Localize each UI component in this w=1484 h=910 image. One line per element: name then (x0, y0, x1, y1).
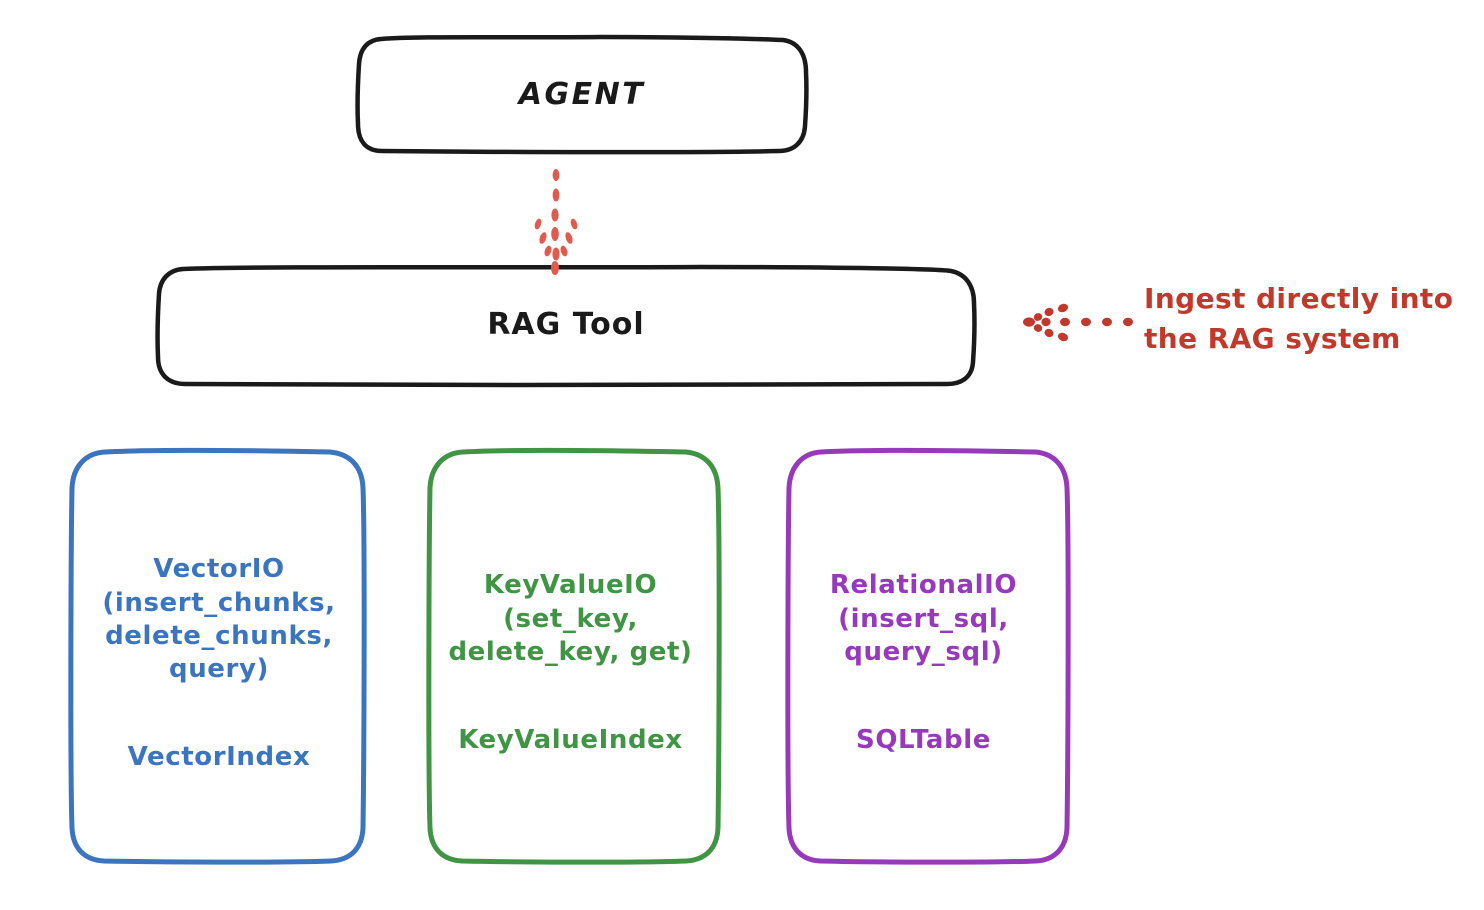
ingest-annotation-label: Ingest directly into the RAG system (1144, 282, 1454, 355)
agent-node-shape[interactable] (355, 34, 809, 155)
relational-io-node-shape[interactable] (785, 447, 1071, 865)
vector-io-node-shape[interactable] (68, 447, 367, 865)
key-value-io-node-shape[interactable] (426, 447, 722, 865)
rag-tool-node-shape[interactable] (155, 264, 977, 388)
agent-to-rag-arrow (534, 169, 578, 275)
ingest-arrow (1023, 303, 1133, 342)
